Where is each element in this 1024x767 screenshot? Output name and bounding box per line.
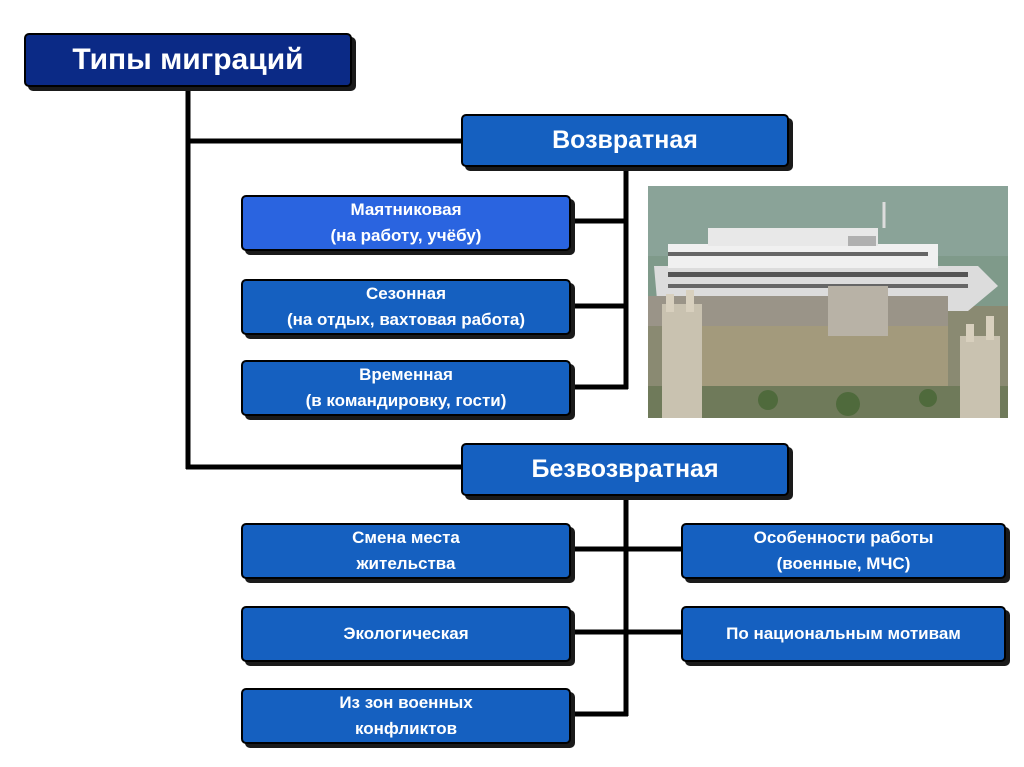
seasonal-detail: (на отдых, вахтовая работа) (286, 310, 526, 329)
national-motives-title: По национальным мотивам (726, 624, 961, 643)
nonreturnable-box: Безвозвратная (461, 443, 789, 496)
ecological-box: Экологическая (241, 606, 571, 662)
returnable-box: Возвратная (461, 114, 789, 167)
returnable-label: Возвратная (552, 126, 698, 154)
national-motives-box: По национальным мотивам (681, 606, 1006, 662)
residence-change-detail: жительства (356, 554, 456, 573)
title-text: Типы миграций (72, 43, 304, 76)
temporary-title: Временная (359, 365, 453, 384)
military-conflict-box: Из зон военных конфликтов (241, 688, 571, 744)
temporary-migration-box: Временная (в командировку, гости) (241, 360, 571, 416)
work-specifics-box: Особенности работы (военные, МЧС) (681, 523, 1006, 579)
work-specifics-detail: (военные, МЧС) (776, 554, 911, 573)
seasonal-migration-box: Сезонная (на отдых, вахтовая работа) (241, 279, 571, 335)
military-conflict-title: Из зон военных (339, 693, 473, 712)
title-box: Типы миграций (24, 33, 352, 87)
nonreturnable-label: Безвозвратная (531, 455, 719, 483)
pendulum-title: Маятниковая (350, 200, 462, 219)
military-conflict-detail: конфликтов (354, 719, 458, 738)
river-port-photo (648, 186, 1008, 418)
temporary-detail: (в командировку, гости) (305, 391, 507, 410)
residence-change-title: Смена места (352, 528, 460, 547)
pendulum-migration-box: Маятниковая (на работу, учёбу) (241, 195, 571, 251)
seasonal-title: Сезонная (365, 284, 447, 303)
residence-change-box: Смена места жительства (241, 523, 571, 579)
pendulum-detail: (на работу, учёбу) (330, 226, 482, 245)
ecological-title: Экологическая (343, 624, 469, 643)
work-specifics-title: Особенности работы (753, 528, 934, 547)
